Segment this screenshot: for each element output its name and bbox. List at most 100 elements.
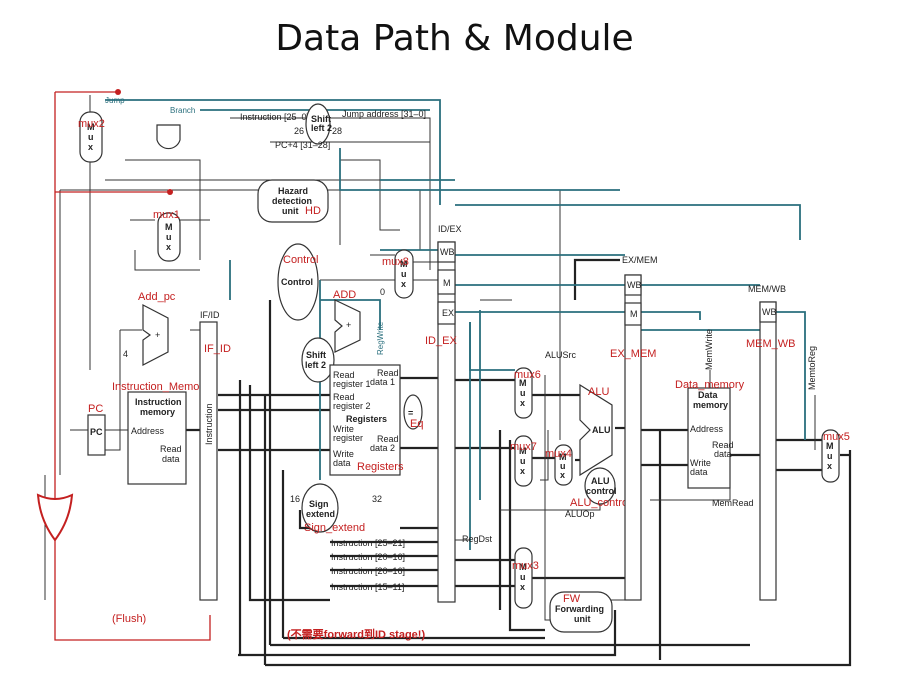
svg-text:EX: EX xyxy=(442,308,454,318)
mux1: M u x mux1 xyxy=(153,209,181,262)
svg-text:data 2: data 2 xyxy=(370,443,395,453)
svg-text:+: + xyxy=(155,330,160,340)
svg-text:register 2: register 2 xyxy=(333,401,371,411)
svg-text:detection: detection xyxy=(272,196,312,206)
svg-text:unit: unit xyxy=(574,614,591,624)
svg-text:ID/EX: ID/EX xyxy=(438,224,462,234)
svg-text:Write: Write xyxy=(333,424,354,434)
mux3-label: mux3 xyxy=(512,560,539,572)
alu-control: ALU control ALU_control ALUOp xyxy=(565,467,631,519)
svg-text:u: u xyxy=(88,132,94,142)
svg-text:MemWrite: MemWrite xyxy=(704,329,714,370)
mux8: M u x mux8 0 RegWrite xyxy=(376,249,414,355)
svg-text:M: M xyxy=(630,309,638,319)
svg-text:4: 4 xyxy=(123,349,128,359)
pc-register: PC PC xyxy=(87,403,106,456)
mux7: M u x mux7 xyxy=(510,435,537,487)
svg-text:MEM/WB: MEM/WB xyxy=(748,284,786,294)
mux1-label: mux1 xyxy=(153,209,180,221)
control-unit: Control Control xyxy=(277,243,319,321)
svg-text:u: u xyxy=(401,269,407,279)
jump-shift-left: Instruction [25–0] Shift left 2 26 28 Ju… xyxy=(240,103,426,150)
svg-text:Hazard: Hazard xyxy=(278,186,308,196)
svg-text:register 1: register 1 xyxy=(333,379,371,389)
svg-text:unit: unit xyxy=(282,206,299,216)
mux8-label: mux8 xyxy=(382,256,409,268)
mux4: M u x mux4 xyxy=(545,444,573,486)
svg-text:=: = xyxy=(408,408,413,418)
svg-text:data: data xyxy=(690,467,708,477)
equality-comparator: = Eq xyxy=(403,394,423,430)
mem-wb-label: MEM_WB xyxy=(746,338,796,350)
no-forward-note: (不需要forward到ID stage!) xyxy=(287,627,425,641)
instr-20-16a-label: Instruction [20–16] xyxy=(331,552,405,562)
svg-text:M: M xyxy=(165,222,173,232)
mux3: M u x mux3 xyxy=(512,547,539,609)
svg-text:u: u xyxy=(520,456,526,466)
svg-text:Write: Write xyxy=(333,449,354,459)
alu-label: ALU xyxy=(588,386,609,398)
svg-text:left 2: left 2 xyxy=(311,123,332,133)
svg-text:ALUOp: ALUOp xyxy=(565,509,595,519)
svg-text:x: x xyxy=(827,461,832,471)
svg-text:M: M xyxy=(400,259,408,269)
svg-text:RegDst: RegDst xyxy=(462,534,493,544)
svg-text:data: data xyxy=(714,449,732,459)
svg-text:x: x xyxy=(560,470,565,480)
register-file: Read register 1 Read register 2 Register… xyxy=(329,364,404,476)
instruction-memory: Instruction memory Address Read data Ins… xyxy=(112,381,209,485)
jump-label: Jump xyxy=(105,96,125,105)
svg-text:memory: memory xyxy=(693,400,728,410)
svg-text:Instruction [25–0]: Instruction [25–0] xyxy=(240,112,309,122)
svg-text:Read: Read xyxy=(377,368,399,378)
pc-label: PC xyxy=(88,403,103,415)
ex-mem-register: WB M EX/MEM EX_MEM xyxy=(610,255,658,601)
flush-or-gate xyxy=(36,493,74,542)
svg-text:data 1: data 1 xyxy=(370,377,395,387)
svg-text:28: 28 xyxy=(332,126,342,136)
red-flush-lines xyxy=(54,89,211,641)
svg-text:EX/MEM: EX/MEM xyxy=(622,255,658,265)
svg-text:Control: Control xyxy=(281,277,313,287)
svg-text:control: control xyxy=(586,486,617,496)
svg-text:left 2: left 2 xyxy=(305,360,326,370)
hd-label: HD xyxy=(305,205,321,217)
svg-text:Shift: Shift xyxy=(306,350,326,360)
svg-text:data: data xyxy=(333,458,351,468)
svg-text:Write: Write xyxy=(690,458,711,468)
slide-title: Data Path & Module xyxy=(275,18,634,59)
instr-15-11-label: Instruction [15–11] xyxy=(331,582,404,592)
svg-text:M: M xyxy=(826,441,834,451)
svg-text:PC: PC xyxy=(90,427,103,437)
instruction-memory-label: Instruction_Memory xyxy=(112,381,209,393)
svg-text:Shift: Shift xyxy=(311,114,331,124)
data-memory: Data memory Address Read data Write data… xyxy=(675,329,754,508)
svg-text:WB: WB xyxy=(762,307,777,317)
alu: ALU ALU xyxy=(579,383,613,477)
svg-text:Address: Address xyxy=(690,424,724,434)
svg-text:M: M xyxy=(559,452,567,462)
add-label: ADD xyxy=(333,289,356,301)
svg-text:WB: WB xyxy=(440,247,455,257)
svg-text:M: M xyxy=(519,446,527,456)
svg-text:Read: Read xyxy=(333,370,355,380)
svg-text:M: M xyxy=(519,378,527,388)
svg-text:Jump address [31–0]: Jump address [31–0] xyxy=(342,109,426,119)
svg-text:RegWrite: RegWrite xyxy=(376,321,385,355)
id-ex-label: ID_EX xyxy=(425,335,457,347)
instr-20-16b-label: Instruction [20–16] xyxy=(331,566,405,576)
control-label: Control xyxy=(283,254,318,266)
svg-text:26: 26 xyxy=(294,126,304,136)
svg-text:Data: Data xyxy=(698,390,719,400)
svg-text:Instruction: Instruction xyxy=(135,397,182,407)
svg-text:16: 16 xyxy=(290,494,300,504)
instr-25-21-label: Instruction [25–21] xyxy=(331,538,405,548)
svg-text:Read: Read xyxy=(377,434,399,444)
branch-shift-left: Shift left 2 xyxy=(301,337,335,383)
svg-text:WB: WB xyxy=(627,280,642,290)
svg-text:ALUSrc: ALUSrc xyxy=(545,350,577,360)
fw-label: FW xyxy=(563,593,581,605)
svg-text:Forwarding: Forwarding xyxy=(555,604,604,614)
id-ex-register: WB M EX ID/EX ID_EX RegDst xyxy=(425,224,493,603)
svg-text:u: u xyxy=(520,388,526,398)
